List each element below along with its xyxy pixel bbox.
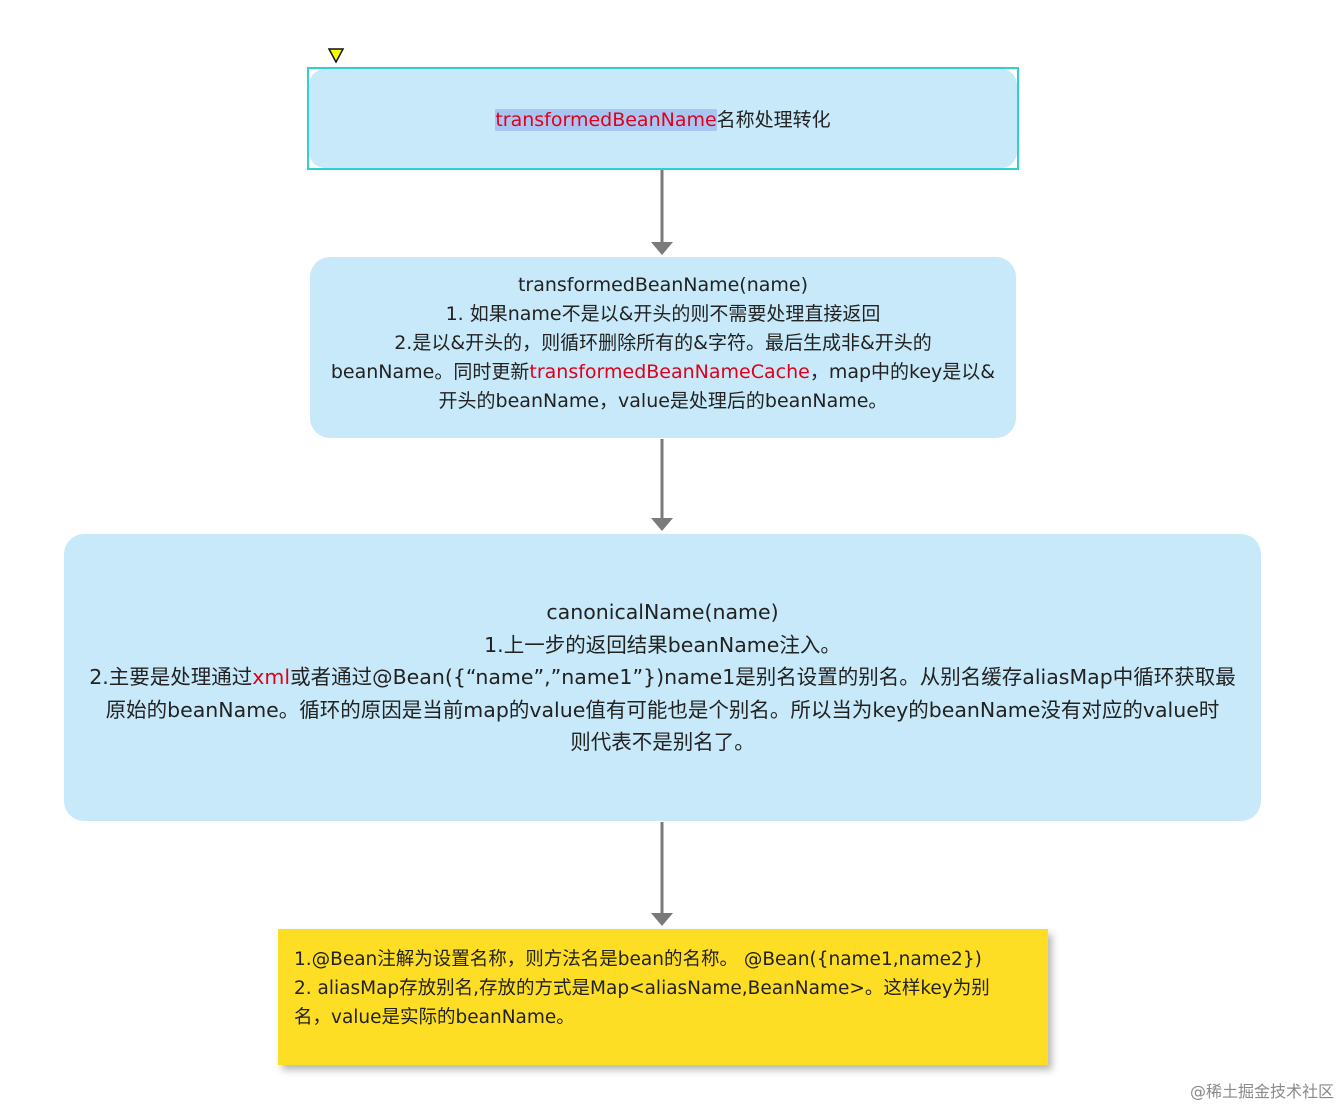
note-line-3: 名，value是实际的beanName。 xyxy=(294,1007,575,1028)
node-3-xml: xml xyxy=(252,665,291,690)
node-3-line-3-pre: 2.主要是处理通过 xyxy=(89,665,253,690)
sticky-note[interactable]: 1.@Bean注解为设置名称，则方法名是bean的名称。 @Bean({name… xyxy=(278,929,1048,1065)
selection-marker-icon xyxy=(327,48,345,64)
note-line-2: 2. aliasMap存放别名,存放的方式是Map<aliasName,Bean… xyxy=(294,978,990,999)
node-2-line-3: 2.是以&开头的，则循环删除所有的&字符。最后生成非&开头的 xyxy=(394,332,932,354)
node-2-line-2: 1. 如果name不是以&开头的则不需要处理直接返回 xyxy=(445,303,881,325)
node-3-line-2: 1.上一步的返回结果beanName注入。 xyxy=(484,632,841,657)
node-2-line-5: 开头的beanName，value是处理后的beanName。 xyxy=(438,390,888,412)
node-1-text: transformedBeanName名称处理转化 xyxy=(495,105,831,132)
node-2-line-1: transformedBeanName(name) xyxy=(517,274,809,296)
arrow-1-head xyxy=(651,242,673,255)
node-transformed-bean-name-title[interactable]: transformedBeanName名称处理转化 xyxy=(309,69,1017,168)
node-3-line-1: canonicalName(name) xyxy=(546,600,779,625)
node-3-line-4: 原始的beanName。循环的原因是当前map的value值有可能也是个别名。所… xyxy=(105,697,1220,722)
node-3-line-5: 则代表不是别名了。 xyxy=(570,730,755,755)
node-canonical-name[interactable]: canonicalName(name) 1.上一步的返回结果beanName注入… xyxy=(64,534,1261,821)
node-1-rest: 名称处理转化 xyxy=(716,109,831,131)
node-2-line-4-pre: beanName。同时更新 xyxy=(330,361,530,383)
node-3-line-3: 2.主要是处理通过xml或者通过@Bean({“name”,”name1”})n… xyxy=(89,661,1236,694)
node-2-line-4-post: ，map中的key是以& xyxy=(809,361,996,383)
arrow-3-head xyxy=(651,913,673,926)
node-2-line-4: beanName。同时更新transformedBeanNameCache，ma… xyxy=(331,358,995,387)
node-2-cache-name: transformedBeanNameCache xyxy=(529,361,810,383)
node-1-highlight: transformedBeanName xyxy=(495,109,717,131)
note-line-1: 1.@Bean注解为设置名称，则方法名是bean的名称。 @Bean({name… xyxy=(294,949,982,970)
node-transformed-bean-name-detail[interactable]: transformedBeanName(name) 1. 如果name不是以&开… xyxy=(310,257,1016,438)
selection-frame[interactable] xyxy=(307,67,1019,170)
arrow-2-head xyxy=(651,518,673,531)
watermark: @稀土掘金技术社区 xyxy=(1189,1082,1334,1101)
node-3-line-3-post: 或者通过@Bean({“name”,”name1”})name1是别名设置的别名… xyxy=(290,665,1236,690)
